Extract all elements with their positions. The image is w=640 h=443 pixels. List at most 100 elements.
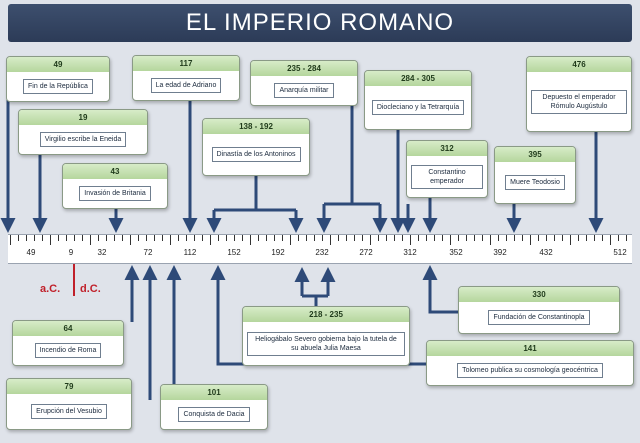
event-card: 19 Virgilio escribe la Eneida (18, 109, 148, 155)
ruler-tick (578, 235, 579, 241)
ruler-tick (386, 235, 387, 241)
ruler-tick (298, 235, 299, 241)
event-date: 395 (495, 147, 575, 162)
event-card: 64 Incendio de Roma (12, 320, 124, 366)
ruler-tick (482, 235, 483, 241)
tick-label: 312 (403, 248, 417, 257)
ruler-tick (154, 235, 155, 241)
ruler-tick (618, 235, 619, 241)
ruler-tick (378, 235, 379, 241)
event-date: 19 (19, 110, 147, 125)
ruler-tick (434, 235, 435, 241)
ruler-tick (458, 235, 459, 241)
ruler-tick (90, 235, 91, 245)
ruler-tick (610, 235, 611, 245)
ruler-tick (74, 235, 75, 241)
event-card: 218 - 235 Heliogábalo Severo gobierna ba… (242, 306, 410, 366)
era-label-bc: a.C. (40, 283, 61, 295)
ruler-tick (210, 235, 211, 245)
ruler-tick (242, 235, 243, 241)
ruler-tick (522, 235, 523, 241)
event-date: 284 - 305 (365, 71, 471, 86)
ruler-tick (258, 235, 259, 241)
event-card: 117 La edad de Adriano (132, 55, 240, 101)
ruler-tick (26, 235, 27, 241)
tick-label: 72 (143, 248, 153, 257)
tick-label: 192 (271, 248, 285, 257)
ruler-tick (402, 235, 403, 241)
tick-label: 152 (227, 248, 241, 257)
event-card: 141 Tolomeo publica su cosmología geocén… (426, 340, 634, 386)
event-date: 101 (161, 385, 267, 400)
ruler-tick (306, 235, 307, 241)
event-text: Incendio de Roma (34, 343, 102, 358)
event-text: Tolomeo publica su cosmología geocéntric… (457, 363, 603, 378)
ruler-tick (170, 235, 171, 245)
event-card: 476 Depuesto el emperador Rómulo Augústu… (526, 56, 632, 132)
ruler-tick (50, 235, 51, 245)
tick-label: 49 (26, 248, 36, 257)
ruler-tick (474, 235, 475, 241)
ruler-tick (226, 235, 227, 241)
tick-label: 512 (613, 248, 627, 257)
event-text: Dinastía de los Antoninos (211, 147, 301, 162)
ruler-tick (266, 235, 267, 241)
title-banner: EL IMPERIO ROMANO (8, 4, 632, 42)
ruler-tick (82, 235, 83, 241)
ruler-tick (130, 235, 131, 245)
ruler-tick (66, 235, 67, 241)
event-card: 330 Fundación de Constantinopla (458, 286, 620, 334)
ruler-tick (466, 235, 467, 241)
ruler-tick (178, 235, 179, 241)
ruler-tick (58, 235, 59, 241)
event-card: 284 - 305 Diocleciano y la Tetrarquía (364, 70, 472, 130)
ruler-tick (98, 235, 99, 241)
tick-label: 112 (183, 248, 197, 257)
era-label-ad: d.C. (80, 283, 101, 295)
ruler-tick (106, 235, 107, 241)
ruler-tick (554, 235, 555, 241)
ruler-tick (194, 235, 195, 241)
event-card: 395 Muere Teodosio (494, 146, 576, 204)
event-text: Muere Teodosio (505, 175, 565, 190)
ruler-tick (218, 235, 219, 241)
ruler-tick (362, 235, 363, 241)
event-text: Fin de la República (23, 79, 93, 94)
ruler-tick (514, 235, 515, 241)
ruler-tick (202, 235, 203, 241)
tick-label: 32 (97, 248, 107, 257)
event-date: 64 (13, 321, 123, 336)
event-date: 43 (63, 164, 167, 179)
event-date: 312 (407, 141, 487, 156)
ruler-tick (498, 235, 499, 241)
ruler-tick (538, 235, 539, 241)
event-date: 218 - 235 (243, 307, 409, 322)
ruler-tick (138, 235, 139, 241)
event-text: Conquista de Dacia (178, 407, 250, 422)
event-text: Heliogábalo Severo gobierna bajo la tute… (247, 331, 405, 356)
timeline-ruler (8, 234, 632, 264)
event-text: Fundación de Constantinopla (488, 310, 590, 325)
ruler-tick (394, 235, 395, 241)
page-title: EL IMPERIO ROMANO (185, 9, 455, 36)
ruler-tick (562, 235, 563, 241)
ruler-tick (162, 235, 163, 241)
tick-label: 9 (68, 248, 74, 257)
ruler-tick (250, 235, 251, 245)
event-date: 330 (459, 287, 619, 302)
event-date: 138 - 192 (203, 119, 309, 134)
event-text: Diocleciano y la Tetrarquía (371, 100, 465, 115)
ruler-tick (346, 235, 347, 241)
ruler-tick (354, 235, 355, 241)
ruler-tick (314, 235, 315, 241)
event-date: 235 - 284 (251, 61, 357, 76)
ruler-tick (122, 235, 123, 241)
ruler-tick (18, 235, 19, 241)
event-date: 79 (7, 379, 131, 394)
ruler-tick (450, 235, 451, 245)
event-card: 138 - 192 Dinastía de los Antoninos (202, 118, 310, 176)
event-card: 79 Erupción del Vesubio (6, 378, 132, 430)
event-date: 117 (133, 56, 239, 71)
tick-label: 392 (493, 248, 507, 257)
